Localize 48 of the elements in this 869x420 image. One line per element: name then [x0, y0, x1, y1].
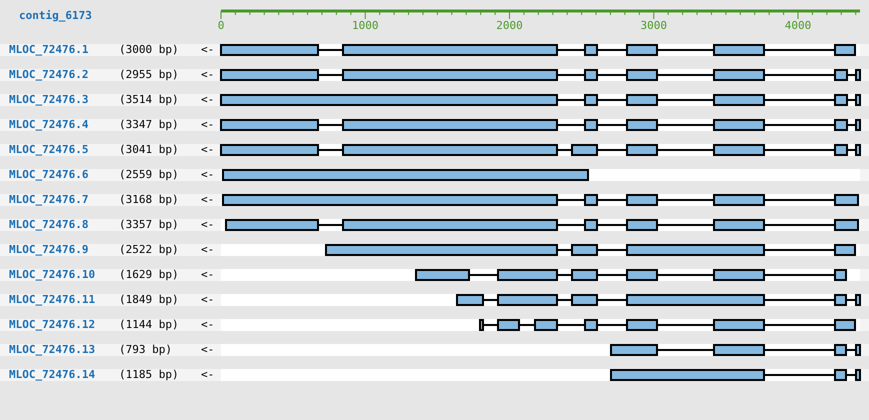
scale-tick-label: 1000 — [351, 20, 380, 32]
strand-label: <- — [201, 244, 214, 256]
length-label: (1629 bp) — [119, 269, 179, 281]
transcript-link: MLOC_72476.13 — [9, 344, 96, 356]
transcript-link: MLOC_72476.8 — [9, 219, 88, 231]
transcript-link: MLOC_72476.11 — [9, 294, 96, 306]
scale-tick-label: 0 — [216, 20, 226, 32]
length-label: (2559 bp) — [119, 169, 179, 181]
strand-label: <- — [201, 169, 214, 181]
length-label: (1144 bp) — [119, 319, 179, 331]
strand-label: <- — [201, 69, 214, 81]
length-label: (2522 bp) — [119, 244, 179, 256]
strand-label: <- — [201, 144, 214, 156]
length-label: (3000 bp) — [119, 44, 179, 56]
strand-label: <- — [201, 44, 214, 56]
strand-label: <- — [201, 94, 214, 106]
transcript-link: MLOC_72476.14 — [9, 369, 96, 381]
transcript-link: MLOC_72476.5 — [9, 144, 88, 156]
transcript-link: MLOC_72476.12 — [9, 319, 96, 331]
transcript-link: MLOC_72476.10 — [9, 269, 96, 281]
scale-tick-label: 2000 — [495, 20, 524, 32]
length-label: (2955 bp) — [119, 69, 179, 81]
contig-label: contig_6173 — [19, 10, 92, 22]
strand-label: <- — [201, 119, 214, 131]
length-label: (793 bp) — [119, 344, 172, 356]
length-label: (1849 bp) — [119, 294, 179, 306]
length-label: (3357 bp) — [119, 219, 179, 231]
strand-label: <- — [201, 219, 214, 231]
scale-tick-label: 4000 — [784, 20, 812, 32]
transcript-link: MLOC_72476.1 — [9, 44, 88, 56]
length-label: (3168 bp) — [119, 194, 179, 206]
strand-label: <- — [201, 269, 214, 281]
length-label: (1185 bp) — [119, 369, 179, 381]
transcript-link: MLOC_72476.9 — [9, 244, 88, 256]
strand-label: <- — [201, 194, 214, 206]
transcript-link: MLOC_72476.4 — [9, 119, 88, 131]
transcript-link: MLOC_72476.6 — [9, 169, 88, 181]
strand-label: <- — [201, 344, 214, 356]
strand-label: <- — [201, 369, 214, 381]
length-label: (3514 bp) — [119, 94, 179, 106]
strand-label: <- — [201, 319, 214, 331]
transcript-link: MLOC_72476.3 — [9, 94, 88, 106]
strand-label: <- — [201, 294, 214, 306]
transcript-link: MLOC_72476.7 — [9, 194, 88, 206]
scale-tick-label: 3000 — [640, 20, 668, 32]
length-label: (3041 bp) — [119, 144, 179, 156]
transcript-link: MLOC_72476.2 — [9, 69, 88, 81]
length-label: (3347 bp) — [119, 119, 179, 131]
